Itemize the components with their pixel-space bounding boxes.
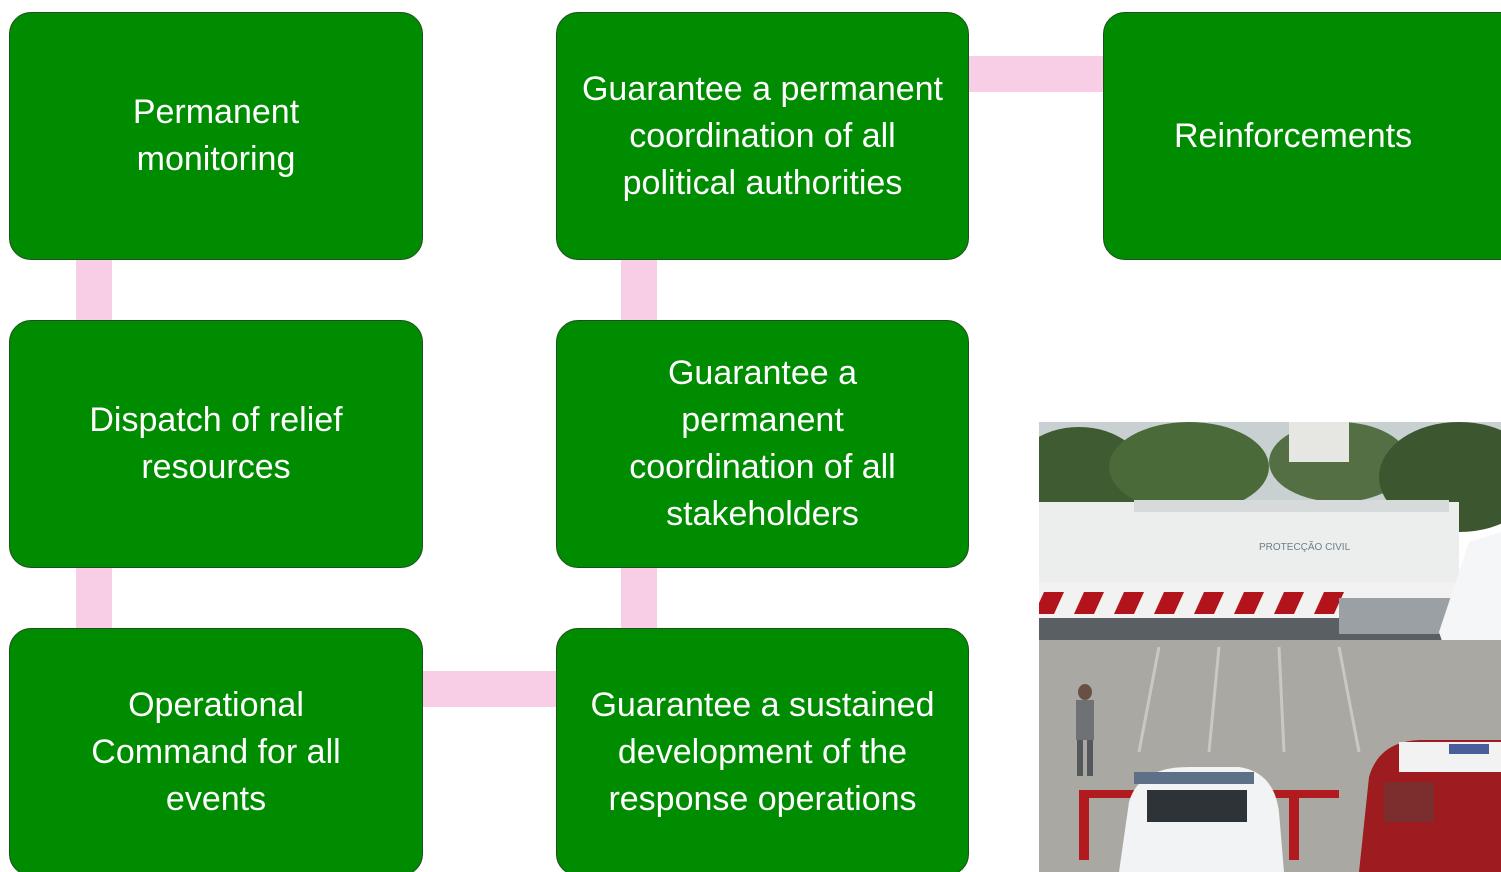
box-label: Guarantee a permanent coordination of al…	[581, 69, 944, 202]
connector-stakeholders-political	[621, 258, 657, 322]
connector-dispatch-command	[76, 566, 112, 630]
connector-command-sustained	[421, 671, 558, 707]
box-coordination-political: Guarantee a permanent coordination of al…	[556, 12, 969, 260]
connector-monitoring-dispatch	[76, 258, 112, 322]
photo-command-vehicle: PROTECÇÃO CIVIL	[1039, 422, 1501, 872]
box-label: Guarantee a sustained development of the…	[590, 685, 935, 818]
box-label: Operational Command for all events	[91, 685, 341, 818]
trailer-label: PROTECÇÃO CIVIL	[1259, 540, 1351, 553]
box-operational-command: Operational Command for all events	[9, 628, 423, 872]
box-sustained-development: Guarantee a sustained development of the…	[556, 628, 969, 872]
box-coordination-stakeholders: Guarantee a permanent coordination of al…	[556, 320, 969, 568]
box-dispatch-relief: Dispatch of relief resources	[9, 320, 423, 568]
connector-political-reinforcements	[967, 56, 1105, 92]
box-label: Dispatch of relief resources	[89, 401, 343, 486]
box-reinforcements: Reinforcements	[1103, 12, 1501, 260]
box-permanent-monitoring: Permanent monitoring	[9, 12, 423, 260]
box-label: Permanent monitoring	[132, 93, 300, 178]
box-label: Reinforcements	[1174, 116, 1413, 155]
connector-sustained-stakeholders	[621, 566, 657, 630]
box-label: Guarantee a permanent coordination of al…	[629, 354, 896, 533]
